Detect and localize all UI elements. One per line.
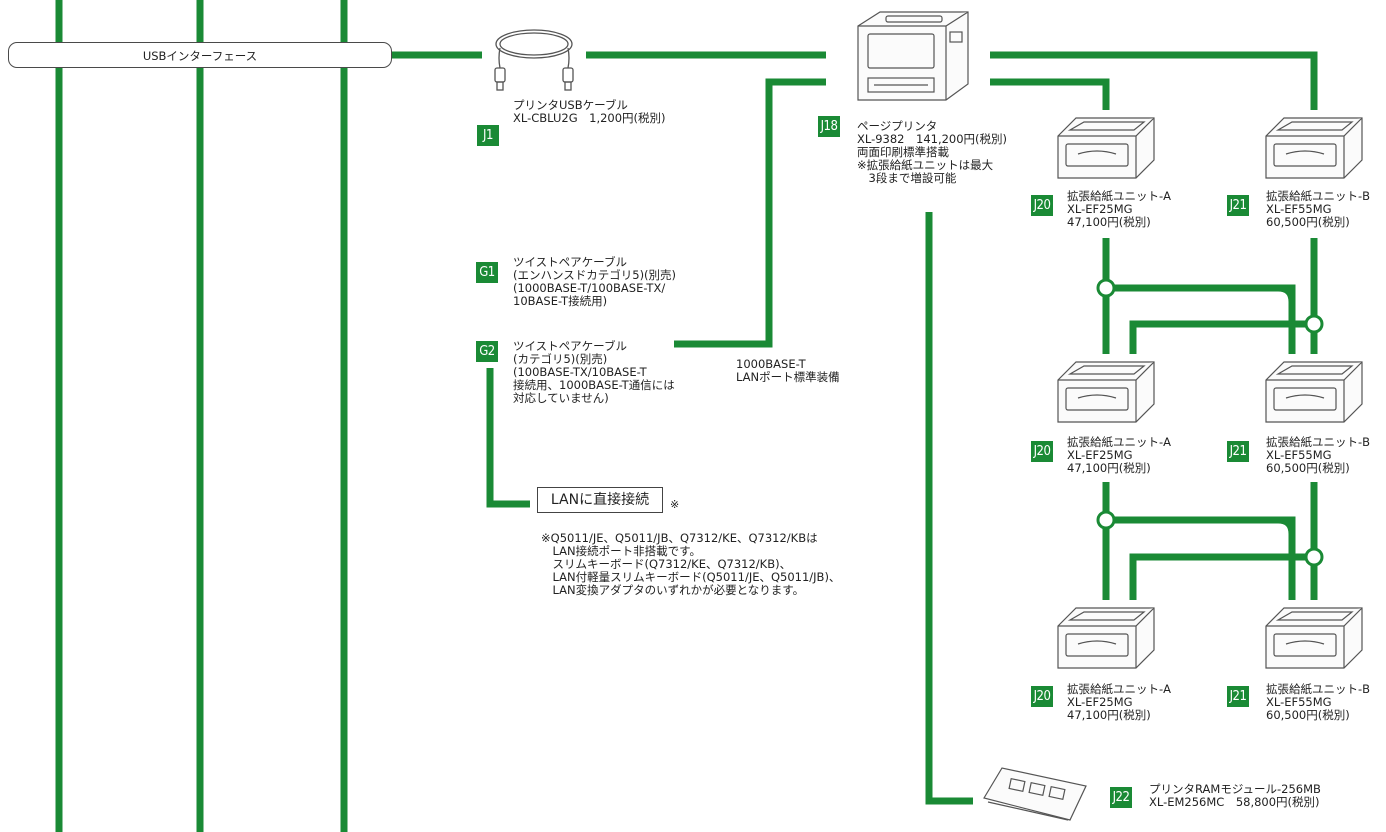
badge-j20-1: J20: [1031, 195, 1053, 216]
badge-j18: J18: [818, 116, 840, 137]
badge-g2: G2: [476, 341, 498, 362]
label-j20-1: 拡張給紙ユニット-A XL-EF25MG 47,100円(税別): [1067, 189, 1172, 229]
badge-j21-3: J21: [1227, 686, 1249, 707]
badge-j20-3: J20: [1031, 686, 1053, 707]
label-j20-3: 拡張給紙ユニット-A XL-EF25MG 47,100円(税別): [1067, 682, 1172, 722]
tray-j20-2-image: [1050, 354, 1160, 426]
label-g1: ツイストペアケーブル (エンハンスドカテゴリ5)(別売) (1000BASE-T…: [513, 255, 677, 308]
label-j1: プリンタUSBケーブル XL-CBLU2G 1,200円(税別): [513, 98, 666, 125]
label-j20-2: 拡張給紙ユニット-A XL-EF25MG 47,100円(税別): [1067, 435, 1172, 475]
label-lan-note: ※Q5011/JE、Q5011/JB、Q7312/KE、Q7312/KBは LA…: [541, 531, 841, 597]
ram-module-image: [980, 764, 1090, 824]
label-lan-port: 1000BASE-T LANポート標準装備: [736, 357, 840, 384]
page-printer-image: [846, 4, 980, 104]
tray-j20-3-image: [1050, 600, 1160, 672]
lan-direct-box: LANに直接接続: [537, 487, 663, 513]
badge-g1: G1: [476, 262, 498, 283]
tray-j20-1-image: [1050, 110, 1160, 182]
lan-direct-mark: ※: [670, 498, 680, 511]
badge-j1: J1: [477, 125, 499, 146]
label-j22: プリンタRAMモジュール-256MB XL-EM256MC 58,800円(税別…: [1149, 782, 1321, 809]
tray-j21-1-image: [1258, 110, 1368, 182]
label-j21-2: 拡張給紙ユニット-B XL-EF55MG 60,500円(税別): [1266, 435, 1371, 475]
usb-interface-bar: USBインターフェース: [8, 42, 392, 68]
label-j18: ページプリンタ XL-9382 141,200円(税別) 両面印刷標準搭載 ※拡…: [857, 119, 1008, 185]
badge-j22: J22: [1110, 787, 1132, 808]
label-j21-3: 拡張給紙ユニット-B XL-EF55MG 60,500円(税別): [1266, 682, 1371, 722]
badge-j21-1: J21: [1227, 195, 1249, 216]
label-j21-1: 拡張給紙ユニット-B XL-EF55MG 60,500円(税別): [1266, 189, 1371, 229]
label-g2: ツイストペアケーブル (カテゴリ5)(別売) (100BASE-TX/10BAS…: [513, 339, 675, 405]
usb-cable-image: [484, 24, 584, 94]
badge-j21-2: J21: [1227, 441, 1249, 462]
tray-j21-3-image: [1258, 600, 1368, 672]
tray-j21-2-image: [1258, 354, 1368, 426]
badge-j20-2: J20: [1031, 441, 1053, 462]
